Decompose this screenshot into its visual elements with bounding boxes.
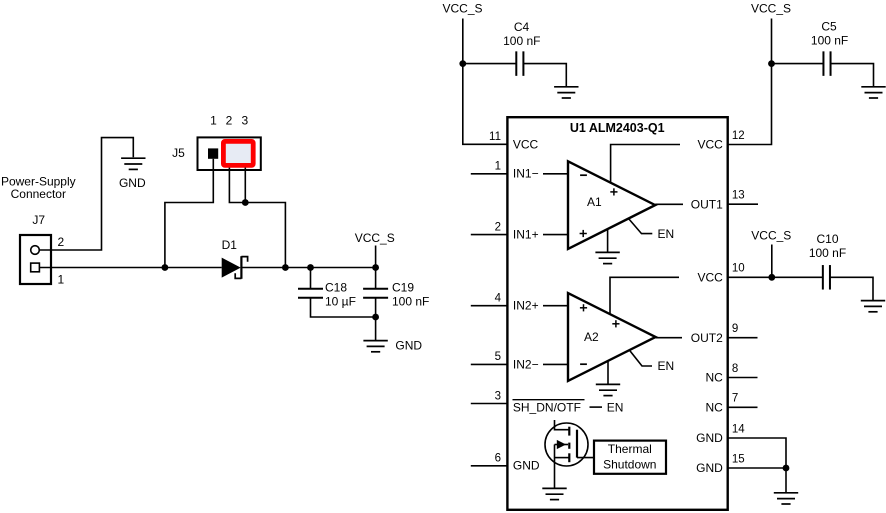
svg-text:Power-Supply: Power-Supply [1, 174, 76, 188]
svg-text:IN2−: IN2− [513, 357, 539, 371]
svg-text:EN: EN [658, 359, 675, 373]
svg-text:A2: A2 [584, 330, 599, 344]
svg-text:C19: C19 [392, 280, 414, 294]
svg-text:IN1−: IN1− [513, 167, 539, 181]
svg-text:2: 2 [226, 114, 233, 128]
svg-text:7: 7 [732, 393, 738, 405]
svg-text:EN: EN [658, 227, 675, 241]
svg-text:100 nF: 100 nF [503, 34, 540, 48]
svg-text:100 nF: 100 nF [392, 295, 429, 309]
svg-text:4: 4 [495, 293, 502, 305]
svg-text:10: 10 [732, 263, 745, 275]
svg-text:8: 8 [732, 363, 738, 375]
svg-text:C4: C4 [514, 20, 530, 34]
svg-text:Shutdown: Shutdown [603, 458, 656, 472]
svg-text:EN: EN [607, 400, 624, 414]
svg-text:IN2+: IN2+ [513, 299, 539, 313]
svg-text:VCC_S: VCC_S [442, 1, 482, 15]
svg-text:C5: C5 [821, 20, 837, 34]
svg-text:9: 9 [732, 323, 738, 335]
svg-text:1: 1 [495, 161, 501, 173]
svg-text:D1: D1 [222, 238, 238, 252]
svg-text:Connector: Connector [11, 187, 66, 201]
svg-text:C18: C18 [325, 280, 347, 294]
svg-text:SH_DN/OTF: SH_DN/OTF [513, 400, 581, 414]
svg-text:GND: GND [696, 461, 723, 475]
svg-text:13: 13 [732, 190, 745, 202]
svg-text:C10: C10 [816, 232, 838, 246]
svg-text:5: 5 [495, 351, 501, 363]
svg-text:100 nF: 100 nF [809, 246, 846, 260]
svg-text:IN1+: IN1+ [513, 228, 539, 242]
svg-text:VCC_S: VCC_S [751, 1, 791, 15]
svg-text:14: 14 [732, 423, 745, 435]
svg-text:12: 12 [732, 130, 745, 142]
svg-text:2: 2 [58, 235, 65, 249]
svg-text:11: 11 [489, 131, 501, 143]
svg-text:GND: GND [395, 338, 422, 352]
svg-text:VCC_S: VCC_S [355, 231, 395, 245]
svg-text:100 nF: 100 nF [811, 34, 848, 48]
svg-text:VCC_S: VCC_S [751, 229, 791, 243]
svg-text:1: 1 [58, 273, 65, 287]
svg-text:NC: NC [705, 400, 723, 414]
svg-text:VCC: VCC [697, 138, 723, 152]
svg-text:OUT2: OUT2 [691, 331, 723, 345]
svg-text:VCC: VCC [513, 137, 539, 151]
svg-text:6: 6 [495, 453, 501, 465]
svg-text:GND: GND [513, 459, 540, 473]
svg-text:10 µF: 10 µF [325, 295, 356, 309]
svg-text:A1: A1 [587, 195, 602, 209]
svg-text:NC: NC [705, 371, 723, 385]
svg-text:2: 2 [495, 221, 501, 233]
svg-text:OUT1: OUT1 [691, 197, 723, 211]
svg-text:J7: J7 [32, 213, 45, 227]
svg-text:15: 15 [732, 453, 745, 465]
svg-text:U1 ALM2403-Q1: U1 ALM2403-Q1 [570, 121, 665, 135]
svg-text:J5: J5 [172, 146, 185, 160]
svg-text:VCC: VCC [697, 270, 723, 284]
svg-text:3: 3 [241, 114, 248, 128]
svg-text:Thermal: Thermal [608, 442, 652, 456]
svg-text:3: 3 [495, 390, 501, 402]
svg-text:1: 1 [210, 114, 217, 128]
svg-text:GND: GND [119, 176, 146, 190]
svg-text:GND: GND [696, 431, 723, 445]
